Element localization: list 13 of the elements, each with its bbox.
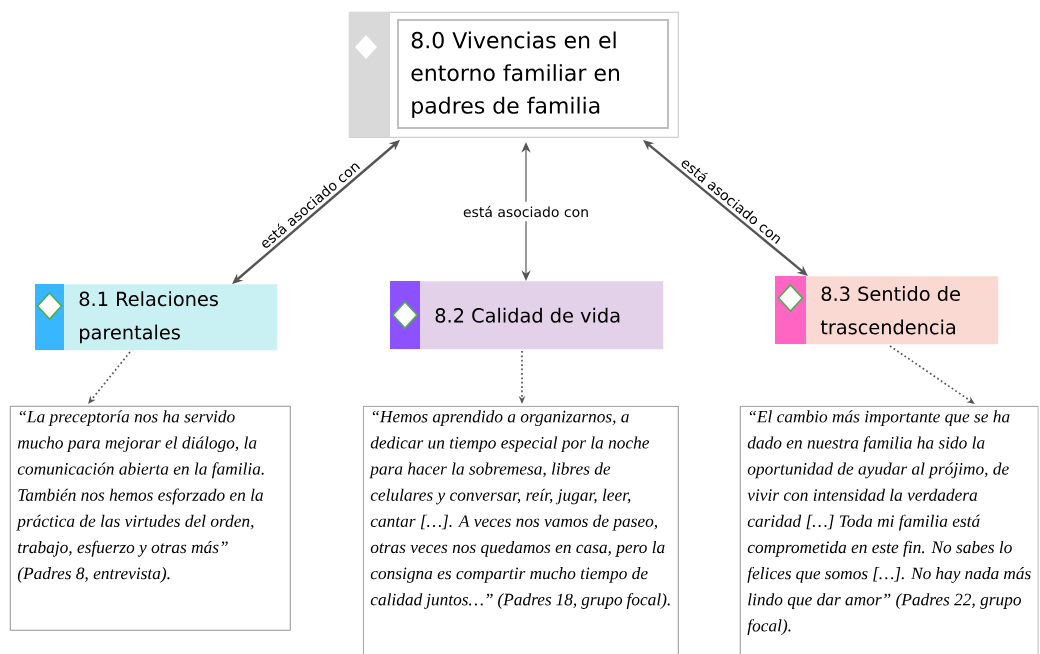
- arrow: [521, 142, 531, 281]
- quote-box: “Hemos aprendido a organizarnos, a dedicar un tiempo especial por la noche para hacer la sobremesa, libres de celulares y conversar, reír, jugar, leer, cantar […]. A veces nos vamos de paseo, otras veces nos quedamos en casa, pero la consigna es compartir mucho tiempo de calidad juntos…” (Padres 18, grupo focal).: [363, 406, 679, 654]
- category-box: 8.2 Calidad de vida: [390, 281, 664, 350]
- arrow: [889, 345, 975, 404]
- category-box: 8.1 Relaciones parentales: [35, 284, 278, 351]
- quote-box: “El cambio más importante que se ha dado en nuestra familia ha sido la oportunidad de ayudar al prójimo, de vivir con intensidad la verdadera caridad […] Toda mi familia está comprometida en este fin. No sabes lo felices que somos […]. No hay nada más lindo que dar amor” (Padres 22, grupo focal).: [740, 406, 1039, 654]
- arrow: [88, 351, 131, 404]
- category-box: 8.3 Sentido de trascendencia: [775, 276, 999, 345]
- edge-label: está asociado con: [458, 201, 594, 222]
- concept-box: 8.0 Vivencias en el entorno familiar en padres de familia: [349, 12, 679, 138]
- quote-box: “La preceptoría nos ha servido mucho para mejorar el diálogo, la comunicación abierta en la familia. También nos hemos esforzado en la práctica de las virtudes del orden, trabajo, esfuerzo y otras más” (Padres 8, entrevista).: [10, 406, 291, 631]
- arrow: [232, 140, 400, 284]
- arrow: [643, 140, 808, 276]
